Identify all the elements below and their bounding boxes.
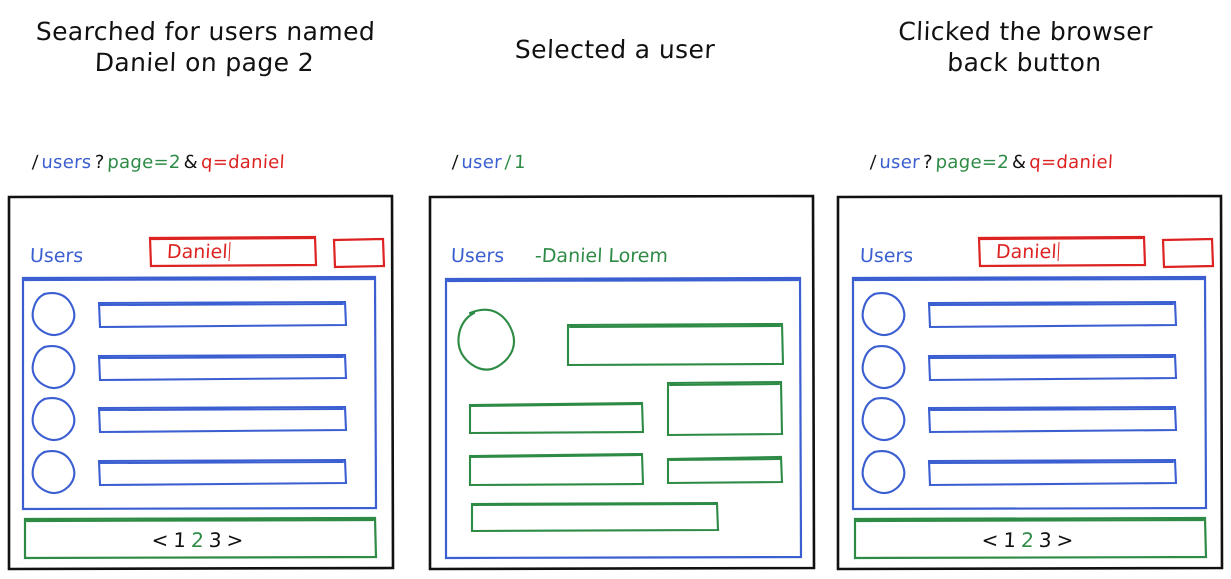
text-cursor <box>228 242 231 261</box>
list-row <box>31 292 348 337</box>
page-button-1[interactable]: 1 <box>172 528 192 552</box>
caption-line: Searched for users named <box>35 17 376 46</box>
page-button-2-current[interactable]: 2 <box>1020 528 1040 552</box>
url-segment-ampersand: & <box>183 152 199 173</box>
url-segment-query-param: q=daniel <box>200 152 286 173</box>
caption-line: Daniel on page 2 <box>94 48 315 77</box>
list-row <box>31 397 348 442</box>
search-button-box <box>1161 237 1215 269</box>
pagination[interactable]: <123> <box>24 528 375 552</box>
prev-page-button[interactable]: < <box>980 528 1005 552</box>
prev-page-button[interactable]: < <box>150 528 175 552</box>
detail-field-row <box>666 455 784 485</box>
page-button-1[interactable]: 1 <box>1002 528 1022 552</box>
detail-field-row <box>468 452 645 487</box>
caption-line: Selected a user <box>514 35 716 64</box>
panel-caption: Searched for users named Daniel on page … <box>0 16 411 78</box>
list-row <box>31 345 348 390</box>
url-segment-page-param: page=2 <box>935 152 1010 173</box>
caption-line: Clicked the browser <box>897 17 1154 46</box>
breadcrumb-users-link[interactable]: Users <box>450 245 505 267</box>
search-input-value[interactable]: Daniel <box>995 241 1060 263</box>
url-segment-path: user <box>878 152 921 173</box>
detail-field-row <box>468 401 645 435</box>
detail-field-panel <box>666 380 784 437</box>
search-button-box <box>332 237 386 269</box>
url-segment-path: user <box>460 152 503 173</box>
list-row <box>861 397 1178 442</box>
url-segment-question: ? <box>93 152 105 173</box>
avatar-circle <box>457 308 516 371</box>
panel-sketch <box>7 194 395 571</box>
page-button-3[interactable]: 3 <box>208 528 228 552</box>
url-segment-page-param: page=2 <box>106 152 182 173</box>
list-row <box>861 450 1178 495</box>
caption-line: back button <box>946 48 1103 77</box>
detail-container <box>444 276 803 560</box>
page-title: Users <box>29 245 84 267</box>
page-button-3[interactable]: 3 <box>1038 528 1058 552</box>
next-page-button[interactable]: > <box>1055 528 1079 552</box>
page-button-2-current[interactable]: 2 <box>190 528 210 552</box>
panel-search-results: Searched for users named Daniel on page … <box>0 0 410 579</box>
url-segment-slash: / <box>869 152 877 173</box>
pagination[interactable]: <123> <box>854 528 1205 552</box>
list-container <box>21 275 378 511</box>
next-page-button[interactable]: > <box>225 528 249 552</box>
search-input-value[interactable]: Daniel <box>166 241 231 263</box>
detail-field-name <box>566 322 785 367</box>
panel-sketch <box>428 194 816 571</box>
url-bar[interactable]: /users?page=2&q=daniel <box>31 152 288 173</box>
url-segment-ampersand: & <box>1011 152 1027 173</box>
url-segment-slash: / <box>31 152 39 173</box>
panel-back-navigation: Clicked the browser back button /user?pa… <box>820 0 1230 579</box>
url-segment-separator: / <box>504 152 512 173</box>
url-segment-slash: / <box>451 152 459 173</box>
panel-caption: Selected a user <box>409 34 820 65</box>
url-bar[interactable]: /user?page=2&q=daniel <box>869 152 1116 173</box>
panel-caption: Clicked the browser back button <box>819 16 1231 78</box>
url-segment-query-param: q=daniel <box>1028 152 1114 173</box>
url-segment-question: ? <box>922 152 934 173</box>
detail-field-row <box>470 501 720 533</box>
list-row <box>861 292 1178 337</box>
url-segment-id: 1 <box>513 152 527 173</box>
breadcrumb-current-user: -Daniel Lorem <box>534 245 669 267</box>
url-segment-path: users <box>40 152 93 173</box>
list-container <box>851 275 1208 511</box>
panel-user-detail: Selected a user /user/1 <box>410 0 820 579</box>
url-bar[interactable]: /user/1 <box>451 152 529 173</box>
page-title: Users <box>859 245 914 267</box>
panel-sketch <box>836 194 1224 571</box>
text-cursor <box>1057 242 1060 261</box>
list-row <box>31 450 348 495</box>
list-row <box>861 345 1178 390</box>
